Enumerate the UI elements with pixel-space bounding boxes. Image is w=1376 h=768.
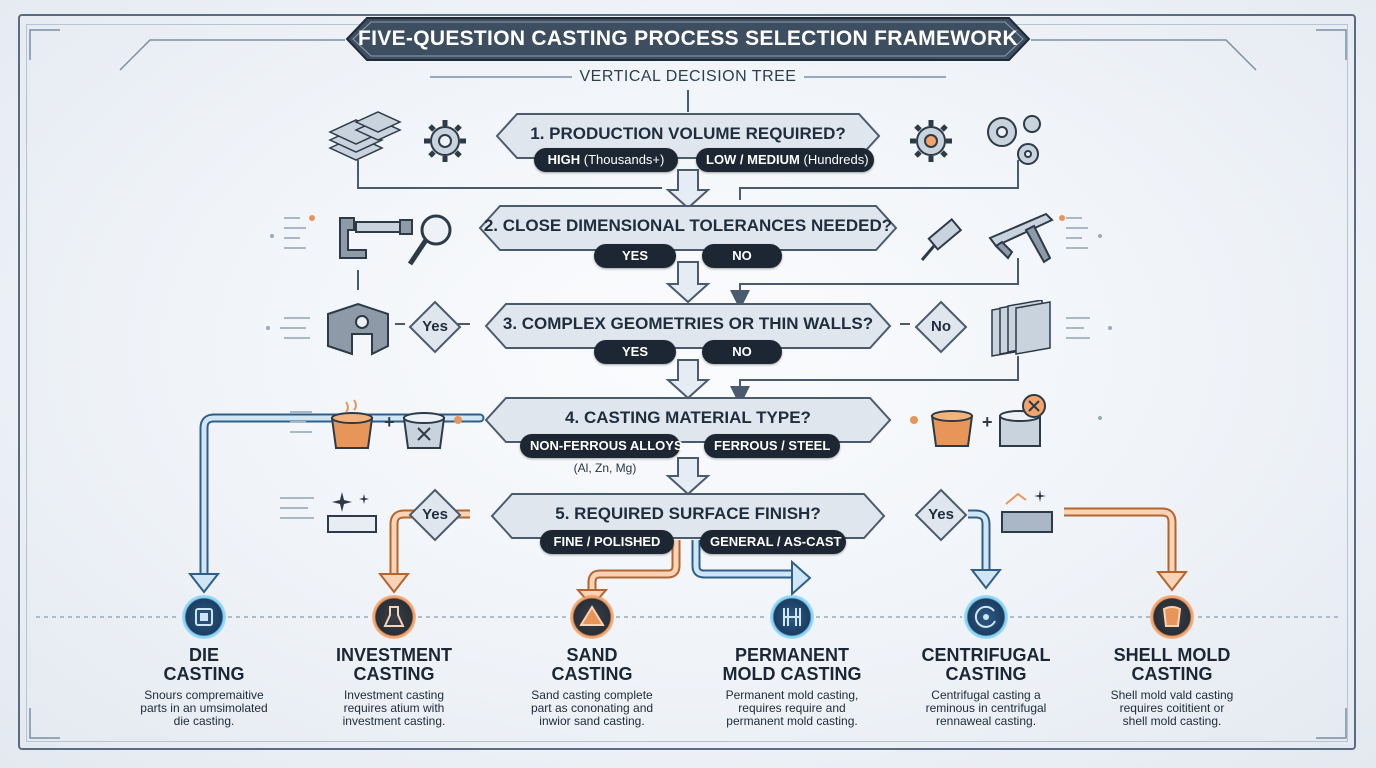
diamond-shape — [408, 488, 462, 542]
mold-icon — [783, 608, 801, 626]
outer-frame — [18, 14, 1356, 750]
q3-no-diamond-label: No — [931, 318, 951, 335]
q4-non-ferrous-option[interactable]: NON-FERROUS ALLOYS — [520, 434, 683, 458]
gear-icon — [424, 120, 466, 162]
question-2-text: 2. CLOSE DIMENSIONAL TOLERANCES NEEDED? — [483, 216, 893, 235]
flask-icon — [383, 606, 405, 627]
shell-mold-badge[interactable] — [1150, 595, 1194, 639]
diamond-shape — [914, 300, 968, 354]
centrifugal-casting-badge[interactable] — [964, 595, 1008, 639]
magnifier-icon — [407, 214, 452, 266]
gear-orange-icon — [910, 120, 952, 162]
complex-part-icon — [327, 302, 389, 356]
rough-surface-icon — [1001, 490, 1053, 533]
q3-no-option[interactable]: NO — [702, 340, 782, 364]
q5-yes-diamond-left-label: Yes — [422, 506, 448, 523]
q2-yes-option[interactable]: YES — [594, 244, 676, 268]
page-subtitle: VERTICAL DECISION TREE — [579, 68, 797, 85]
steel-crucible-icon — [930, 410, 974, 447]
page-title: FIVE-QUESTION CASTING PROCESS SELECTION … — [358, 27, 1018, 50]
q1-low-medium-option[interactable]: LOW / MEDIUM (Hundreds) — [696, 148, 874, 172]
ingot-icon — [402, 412, 446, 449]
question-3-shape — [484, 303, 892, 349]
q5-yes-diamond-right[interactable]: Yes — [914, 488, 968, 542]
die-casting-badge[interactable] — [182, 595, 226, 639]
question-2-shape — [478, 205, 898, 251]
sand-icon — [579, 605, 605, 626]
die-icon — [195, 608, 213, 626]
question-4-text: 4. CASTING MATERIAL TYPE? — [565, 408, 811, 427]
q4-non-ferrous-note: (Al, Zn, Mg) — [573, 461, 637, 475]
title-banner: FIVE-QUESTION CASTING PROCESS SELECTION … — [345, 16, 1031, 62]
permanent-mold-description: Permanent mold casting,requires require … — [725, 688, 859, 728]
polished-surface-icon — [327, 492, 377, 533]
q5-yes-diamond-left[interactable]: Yes — [408, 488, 462, 542]
stacked-plates-icon — [328, 111, 402, 161]
question-3: 3. COMPLEX GEOMETRIES OR THIN WALLS? — [484, 302, 892, 352]
question-4: 4. CASTING MATERIAL TYPE? — [484, 396, 892, 446]
permanent-mold-badge[interactable] — [770, 595, 814, 639]
question-5-text: 5. REQUIRED SURFACE FINISH? — [555, 504, 821, 523]
q5-general-option[interactable]: GENERAL / AS-CAST — [700, 530, 846, 554]
q3-no-diamond[interactable]: No — [914, 300, 968, 354]
gears-cluster-icon — [987, 115, 1041, 165]
question-5: 5. REQUIRED SURFACE FINISH? — [490, 492, 886, 542]
question-5-shape — [490, 493, 886, 539]
caliper-icon — [988, 212, 1054, 264]
question-3-text: 3. COMPLEX GEOMETRIES OR THIN WALLS? — [502, 314, 874, 333]
plus-icon: + — [384, 412, 395, 432]
q3-yes-diamond[interactable]: Yes — [408, 300, 462, 354]
q3-yes-option[interactable]: YES — [594, 340, 676, 364]
thin-walls-icon — [991, 300, 1051, 357]
q4-ferrous-option[interactable]: FERROUS / STEEL — [704, 434, 840, 458]
q1-high-option[interactable]: HIGH (Thousands+) — [534, 148, 678, 172]
q3-yes-diamond-label: Yes — [422, 318, 448, 335]
investment-casting-badge[interactable] — [372, 595, 416, 639]
probe-icon — [920, 217, 963, 261]
q2-no-option[interactable]: NO — [702, 244, 782, 268]
q5-fine-option[interactable]: FINE / POLISHED — [540, 530, 674, 554]
question-1-text: 1. PRODUCTION VOLUME REQUIRED? — [530, 124, 846, 143]
diamond-shape — [408, 300, 462, 354]
q5-yes-diamond-right-label: Yes — [928, 506, 954, 523]
spin-icon — [974, 605, 996, 628]
plus-icon: + — [982, 412, 993, 432]
shell-icon — [1162, 606, 1182, 627]
title-banner-shape — [345, 17, 1031, 61]
diamond-shape — [914, 488, 968, 542]
question-2: 2. CLOSE DIMENSIONAL TOLERANCES NEEDED? — [478, 204, 898, 254]
question-4-shape — [484, 397, 892, 443]
sand-casting-badge[interactable] — [570, 595, 614, 639]
molten-crucible-icon — [330, 399, 374, 449]
micrometer-icon — [339, 217, 413, 259]
steel-ingot-x-icon — [999, 394, 1046, 447]
